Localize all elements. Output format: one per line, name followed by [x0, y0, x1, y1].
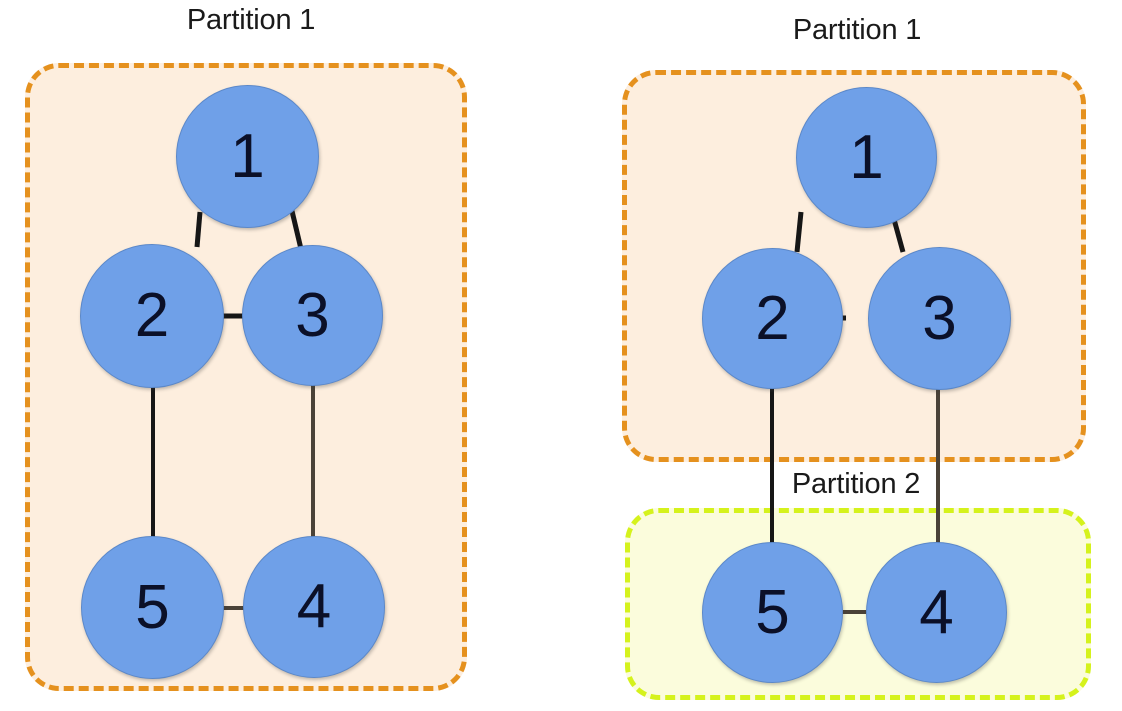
- left-partition1-title: Partition 1: [186, 4, 316, 36]
- node-2-label: 2: [755, 283, 790, 353]
- right-diagram-panel: Partition 1 Partition 2 1 2 3: [561, 0, 1122, 711]
- node-5[interactable]: 5: [702, 542, 843, 683]
- node-4-label: 4: [919, 577, 954, 647]
- node-4[interactable]: 4: [866, 542, 1007, 683]
- node-2[interactable]: 2: [80, 244, 224, 388]
- right-partition2-box: [625, 508, 1091, 700]
- right-partition1-title: Partition 1: [792, 14, 922, 46]
- node-3-label: 3: [295, 280, 330, 350]
- node-2-label: 2: [134, 281, 170, 350]
- node-1-label: 1: [230, 121, 265, 191]
- node-1[interactable]: 1: [796, 87, 937, 228]
- node-2[interactable]: 2: [702, 248, 843, 389]
- node-5[interactable]: 5: [81, 536, 224, 679]
- node-4-label: 4: [296, 572, 332, 641]
- node-5-label: 5: [135, 572, 170, 642]
- node-3[interactable]: 3: [242, 245, 383, 386]
- node-1[interactable]: 1: [176, 85, 319, 228]
- left-diagram-panel: Partition 1 1 2 3 5: [25, 4, 467, 691]
- right-partition2-title: Partition 2: [791, 468, 921, 500]
- node-3-label: 3: [922, 283, 957, 353]
- node-4[interactable]: 4: [243, 536, 385, 678]
- node-3[interactable]: 3: [868, 247, 1011, 390]
- node-5-label: 5: [755, 577, 790, 647]
- node-1-label: 1: [849, 122, 884, 192]
